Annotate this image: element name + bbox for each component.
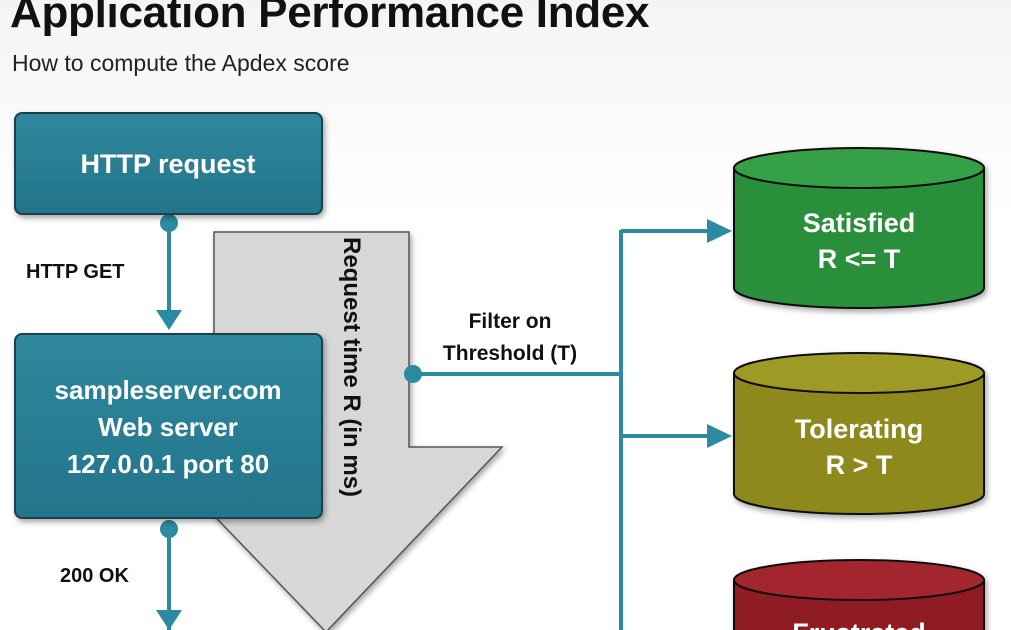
request-time-label: Request time R (in ms) (338, 237, 365, 497)
ok-200-label: 200 OK (60, 565, 129, 587)
web-server-line1: sampleserver.com (55, 375, 282, 405)
page-title: Application Performance Index (10, 0, 650, 37)
web-server-line2: Web server (98, 412, 238, 442)
ok-200-connector (156, 520, 182, 630)
satisfied-line1: Satisfied (803, 208, 916, 238)
filter-connector (404, 219, 732, 630)
tolerating-line2: R > T (826, 450, 893, 480)
http-request-label: HTTP request (80, 149, 255, 179)
tolerating-node (733, 352, 985, 515)
page-subtitle: How to compute the Apdex score (12, 50, 350, 76)
satisfied-line2: R <= T (818, 244, 901, 274)
web-server-line3: 127.0.0.1 port 80 (67, 449, 269, 479)
tolerating-line1: Tolerating (795, 414, 924, 444)
satisfied-node (733, 147, 985, 309)
http-request-node: HTTP request (14, 112, 323, 215)
filter-label-line1: Filter on (469, 310, 552, 333)
http-get-label: HTTP GET (26, 261, 125, 283)
web-server-node: sampleserver.com Web server 127.0.0.1 po… (14, 333, 323, 519)
frustrated-line1: Frustrated (792, 618, 926, 630)
http-get-connector (156, 214, 182, 330)
filter-label-line2: Threshold (T) (443, 342, 577, 365)
frustrated-node (733, 559, 985, 630)
